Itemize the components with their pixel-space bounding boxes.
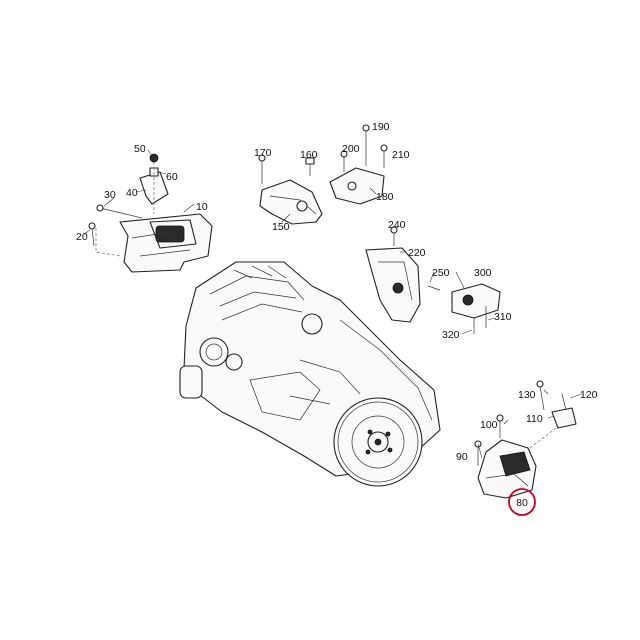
highlighted-callout-80[interactable]: 80: [508, 488, 536, 516]
part-label-320: 320: [442, 329, 460, 341]
part-label-110: 110: [526, 413, 543, 425]
part-label-190: 190: [372, 121, 390, 133]
part-label-200: 200: [342, 143, 360, 155]
part-label-60: 60: [166, 171, 178, 183]
part-label-220: 220: [408, 247, 426, 259]
part-label-50: 50: [134, 143, 146, 155]
part-label-210: 210: [392, 149, 410, 161]
part-label-300: 300: [474, 267, 492, 279]
part-label-150: 150: [272, 221, 290, 233]
part-label-180: 180: [376, 191, 394, 203]
part-label-250: 250: [432, 267, 450, 279]
part-label-80: 80: [516, 497, 528, 509]
upper-middle-mount-assembly: [258, 124, 388, 225]
part-label-20: 20: [76, 231, 88, 243]
part-label-170: 170: [254, 147, 272, 159]
part-label-160: 160: [300, 149, 318, 161]
left-engine-mount-assembly: [88, 153, 213, 273]
part-label-120: 120: [580, 389, 598, 401]
part-label-240: 240: [388, 219, 406, 231]
rear-torque-mount-assembly: [365, 226, 501, 334]
part-label-30: 30: [104, 189, 116, 201]
part-label-100: 100: [480, 419, 498, 431]
transmission-mount-assembly: [474, 380, 577, 499]
part-label-10: 10: [196, 201, 208, 213]
flywheel: [333, 397, 423, 487]
part-label-90: 90: [456, 451, 468, 463]
highlight-circle: [508, 488, 536, 516]
part-label-130: 130: [518, 389, 536, 401]
part-label-40: 40: [126, 187, 138, 199]
part-label-310: 310: [494, 311, 512, 323]
